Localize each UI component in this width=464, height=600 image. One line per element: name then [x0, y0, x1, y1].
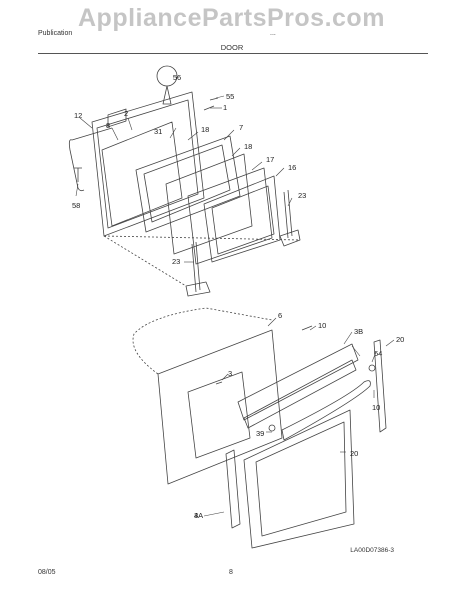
hinge-left — [185, 241, 211, 297]
footer-page-number: 8 — [229, 569, 233, 576]
handle-trim — [237, 343, 359, 421]
callout-label: 10 — [318, 321, 326, 330]
door-liner-panel — [91, 91, 205, 237]
callout-label: 8 — [106, 121, 110, 130]
callout-label: 39 — [256, 429, 264, 438]
inner-glass — [165, 153, 253, 255]
side-trim-right — [373, 339, 387, 433]
section-title: DOOR — [220, 43, 244, 52]
front-glass-door — [243, 409, 355, 549]
door-window — [187, 371, 251, 459]
glass-pack — [187, 167, 273, 265]
publication-label: Publication — [38, 30, 73, 37]
callout-label: 23 — [298, 191, 306, 200]
callout-label: 20 — [396, 335, 404, 344]
side-trim-left — [225, 449, 241, 529]
callout-label: 3B — [354, 327, 363, 336]
watermark-logo: AppliancePartsPros.com — [78, 4, 385, 32]
door-handle — [281, 380, 371, 441]
header-rule — [38, 53, 428, 54]
callout-label: 16 — [288, 163, 296, 172]
hinge-right — [279, 189, 301, 247]
drawing-code: LA00D07386-3 — [350, 547, 394, 554]
callout-label: 58 — [72, 201, 80, 210]
model-fragment: ... — [270, 30, 276, 37]
callout-label: 23 — [172, 257, 180, 266]
callout-label: 64 — [374, 349, 382, 358]
callout-label: 10 — [372, 403, 380, 412]
callout-label: 31 — [154, 127, 162, 136]
insulation-pad — [101, 121, 183, 227]
callout-label: 17 — [266, 155, 274, 164]
glass-frame — [203, 175, 281, 263]
callout-label: 2 — [124, 109, 128, 118]
callout-label: 56 — [173, 73, 181, 82]
door-gasket — [68, 127, 113, 192]
callout-label: 55 — [226, 92, 234, 101]
callout-label: 20 — [350, 449, 358, 458]
callout-label: 3 — [228, 369, 232, 378]
callout-label: 18 — [201, 125, 209, 134]
outer-door-panel — [157, 329, 283, 485]
callout-label: 3A — [194, 511, 203, 520]
callout-label: 18 — [244, 142, 252, 151]
callout-label: 12 — [74, 111, 82, 120]
door-frame — [135, 135, 241, 233]
callout-label: 4 — [194, 511, 198, 520]
callout-label: 7 — [239, 123, 243, 132]
callout-label: 6 — [278, 311, 282, 320]
footer-date: 08/05 — [38, 569, 56, 576]
callout-label: 1 — [223, 103, 227, 112]
